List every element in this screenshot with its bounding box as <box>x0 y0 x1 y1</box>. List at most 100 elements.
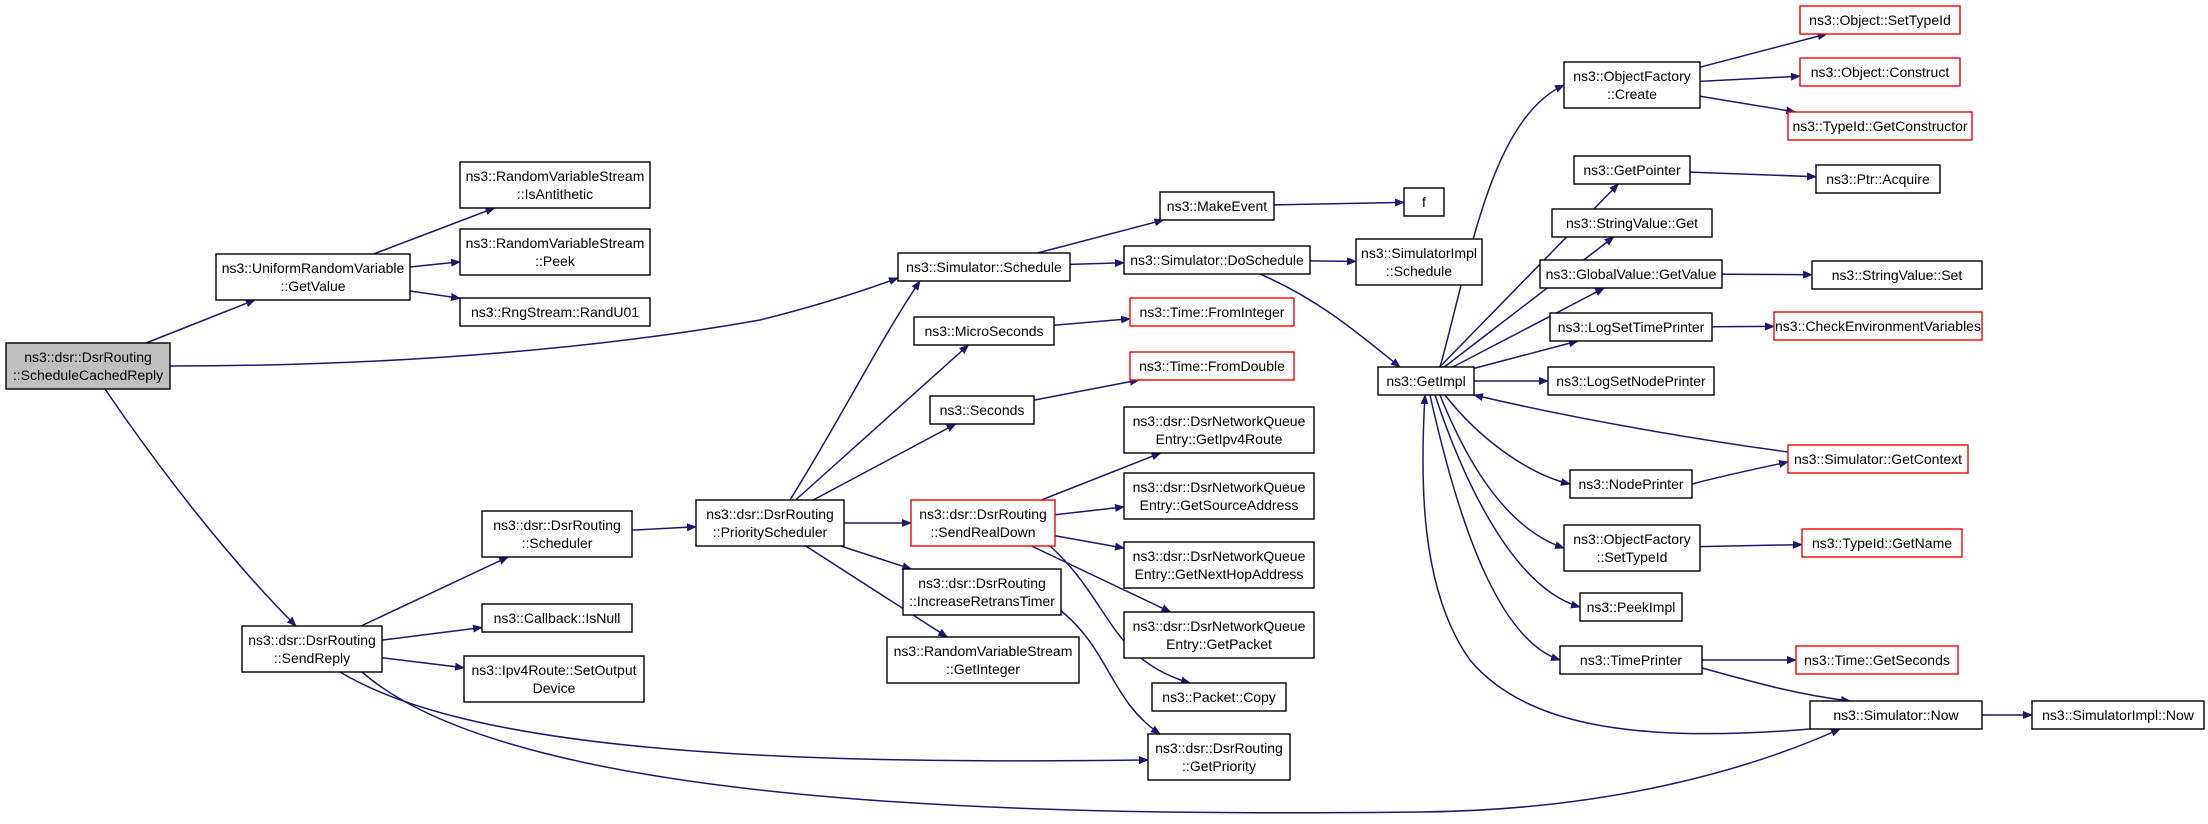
edge-dsr_sendrealdown-to-nqe_getnexthop <box>1054 535 1125 551</box>
edge-arrow <box>1033 377 1140 401</box>
node-label: ns3::Time::FromDouble <box>1139 358 1285 374</box>
node-typeid-getconstructor[interactable]: ns3::TypeId::GetConstructor <box>1787 111 1973 141</box>
node-globalvalue-getvalue[interactable]: ns3::GlobalValue::GetValue <box>1539 259 1723 289</box>
node-rvs-peek[interactable]: ns3::RandomVariableStream::Peek <box>459 228 651 276</box>
node-time-frominteger[interactable]: ns3::Time::FromInteger <box>1129 297 1295 327</box>
node-box <box>481 510 633 558</box>
edge-getimpl-to-timeprinter <box>1429 394 1561 661</box>
node-box <box>1563 61 1701 109</box>
edge-sim_now-to-getimpl <box>1420 394 1811 735</box>
node-label: ::Create <box>1607 86 1657 102</box>
node-box <box>1123 541 1315 589</box>
node-box <box>481 603 633 633</box>
node-label: ::GetValue <box>280 278 345 294</box>
node-logsetnodeprinter[interactable]: ns3::LogSetNodePrinter <box>1547 366 1715 396</box>
node-box <box>215 253 411 301</box>
node-label: ns3::ObjectFactory <box>1573 68 1691 84</box>
node-seconds[interactable]: ns3::Seconds <box>929 395 1035 425</box>
node-label: ::PriorityScheduler <box>713 524 828 540</box>
edge-dsr_priorityscheduler-to-sim_schedule <box>789 280 921 501</box>
node-nqe-getipv4route[interactable]: ns3::dsr::DsrNetworkQueueEntry::GetIpv4R… <box>1123 406 1315 454</box>
node-timeprinter[interactable]: ns3::TimePrinter <box>1559 645 1703 675</box>
node-simimpl-schedule[interactable]: ns3::SimulatorImpl::Schedule <box>1355 238 1483 286</box>
node-dsr-priorityscheduler[interactable]: ns3::dsr::DsrRouting::PriorityScheduler <box>695 499 845 547</box>
node-stringvalue-get[interactable]: ns3::StringValue::Get <box>1551 208 1713 238</box>
edge-arrow <box>169 277 899 367</box>
node-nqe-getsourceaddress[interactable]: ns3::dsr::DsrNetworkQueueEntry::GetSourc… <box>1123 472 1315 520</box>
node-label: ns3::TypeId::GetConstructor <box>1792 118 1967 134</box>
node-sim-doschedule[interactable]: ns3::Simulator::DoSchedule <box>1123 245 1311 275</box>
node-dsr-sendreply[interactable]: ns3::dsr::DsrRouting::SendReply <box>241 625 383 673</box>
node-dsr-sendrealdown[interactable]: ns3::dsr::DsrRouting::SendRealDown <box>910 499 1056 547</box>
node-label: ns3::Simulator::DoSchedule <box>1130 252 1304 268</box>
edge-urv_getvalue-to-rng_randu01 <box>409 290 461 301</box>
node-dsr-scheduler[interactable]: ns3::dsr::DsrRouting::Scheduler <box>481 510 633 558</box>
node-rng-randu01[interactable]: ns3::RngStream::RandU01 <box>459 297 651 327</box>
node-box <box>1147 733 1291 781</box>
node-label: ns3::dsr::DsrRouting <box>24 349 152 365</box>
node-label: ns3::StringValue::Set <box>1832 267 1963 283</box>
node-box <box>1551 208 1713 238</box>
node-objfactory-create[interactable]: ns3::ObjectFactory::Create <box>1563 61 1701 109</box>
node-time-fromdouble[interactable]: ns3::Time::FromDouble <box>1129 351 1295 381</box>
node-stringvalue-set[interactable]: ns3::StringValue::Set <box>1811 260 1983 290</box>
edge-dsr_priorityscheduler-to-dsr_increaseretrans <box>840 545 913 571</box>
node-object-settypeid[interactable]: ns3::Object::SetTypeId <box>1799 5 1961 35</box>
edge-arrow <box>409 290 461 301</box>
node-logsettimeprinter[interactable]: ns3::LogSetTimePrinter <box>1549 312 1713 342</box>
node-label: Entry::GetIpv4Route <box>1156 431 1283 447</box>
node-nqe-getnexthop[interactable]: ns3::dsr::DsrNetworkQueueEntry::GetNextH… <box>1123 541 1315 589</box>
edge-arrow <box>1444 394 1571 486</box>
node-getpointer[interactable]: ns3::GetPointer <box>1573 155 1691 185</box>
edge-arrow <box>1443 236 1615 368</box>
node-box <box>1123 611 1315 659</box>
node-root[interactable]: ns3::dsr::DsrRouting::ScheduleCachedRepl… <box>5 342 171 390</box>
node-box <box>1569 469 1693 499</box>
node-rvs-isantithetic[interactable]: ns3::RandomVariableStream::IsAntithetic <box>459 161 651 209</box>
node-checkenvvars[interactable]: ns3::CheckEnvironmentVariables <box>1773 311 1983 341</box>
node-sim-schedule[interactable]: ns3::Simulator::Schedule <box>897 252 1071 282</box>
edge-arrow <box>631 523 697 532</box>
node-sim-getcontext[interactable]: ns3::Simulator::GetContext <box>1787 444 1969 474</box>
node-box <box>695 499 845 547</box>
node-box <box>913 316 1055 346</box>
node-box <box>1787 111 1973 141</box>
node-f[interactable]: f <box>1403 187 1445 217</box>
node-label: ns3::dsr::DsrNetworkQueue <box>1133 413 1306 429</box>
node-dsr-increaseretrans[interactable]: ns3::dsr::DsrRouting::IncreaseRetransTim… <box>902 568 1062 616</box>
edge-arrow <box>1452 287 1606 368</box>
edge-getimpl-to-globalvalue_getvalue <box>1452 287 1606 368</box>
edge-dsr_sendrealdown-to-packet_copy <box>1049 545 1191 685</box>
node-peekimpl[interactable]: ns3::PeekImpl <box>1579 592 1683 622</box>
edge-objfactory_create-to-object_settypeid <box>1699 32 1828 68</box>
node-objfactory-settypeid[interactable]: ns3::ObjectFactory::SetTypeId <box>1563 524 1701 572</box>
node-urv-getvalue[interactable]: ns3::UniformRandomVariable::GetValue <box>215 253 411 301</box>
node-callback-isnull[interactable]: ns3::Callback::IsNull <box>481 603 633 633</box>
edge-getpointer-to-ptr_acquire <box>1689 171 1817 181</box>
node-makeevent[interactable]: ns3::MakeEvent <box>1159 191 1275 221</box>
node-box <box>1403 187 1445 217</box>
node-label: ns3::GlobalValue::GetValue <box>1546 266 1717 282</box>
edge-arrow <box>1699 72 1801 83</box>
node-box <box>929 395 1035 425</box>
node-label: ns3::Time::GetSeconds <box>1804 652 1950 668</box>
node-label: ns3::dsr::DsrRouting <box>1155 740 1283 756</box>
node-nqe-getpacket[interactable]: ns3::dsr::DsrNetworkQueueEntry::GetPacke… <box>1123 611 1315 659</box>
nodes-layer: ns3::dsr::DsrRouting::ScheduleCachedRepl… <box>5 5 2205 781</box>
node-object-construct[interactable]: ns3::Object::Construct <box>1799 57 1961 87</box>
node-box <box>459 228 651 276</box>
node-box <box>1547 366 1715 396</box>
node-time-getseconds[interactable]: ns3::Time::GetSeconds <box>1795 645 1959 675</box>
edge-arrow <box>805 545 949 638</box>
node-nodeprinter[interactable]: ns3::NodePrinter <box>1569 469 1693 499</box>
node-packet-copy[interactable]: ns3::Packet::Copy <box>1151 682 1287 712</box>
node-simimpl-now[interactable]: ns3::SimulatorImpl::Now <box>2031 700 2205 730</box>
node-microseconds[interactable]: ns3::MicroSeconds <box>913 316 1055 346</box>
node-ptr-acquire[interactable]: ns3::Ptr::Acquire <box>1815 164 1941 194</box>
node-typeid-getname[interactable]: ns3::TypeId::GetName <box>1801 528 1963 558</box>
node-dsr-getpriority[interactable]: ns3::dsr::DsrRouting::GetPriority <box>1147 733 1291 781</box>
node-rvs-getinteger[interactable]: ns3::RandomVariableStream::GetInteger <box>886 636 1080 684</box>
node-getimpl[interactable]: ns3::GetImpl <box>1377 366 1475 396</box>
node-sim-now[interactable]: ns3::Simulator::Now <box>1809 700 1983 730</box>
